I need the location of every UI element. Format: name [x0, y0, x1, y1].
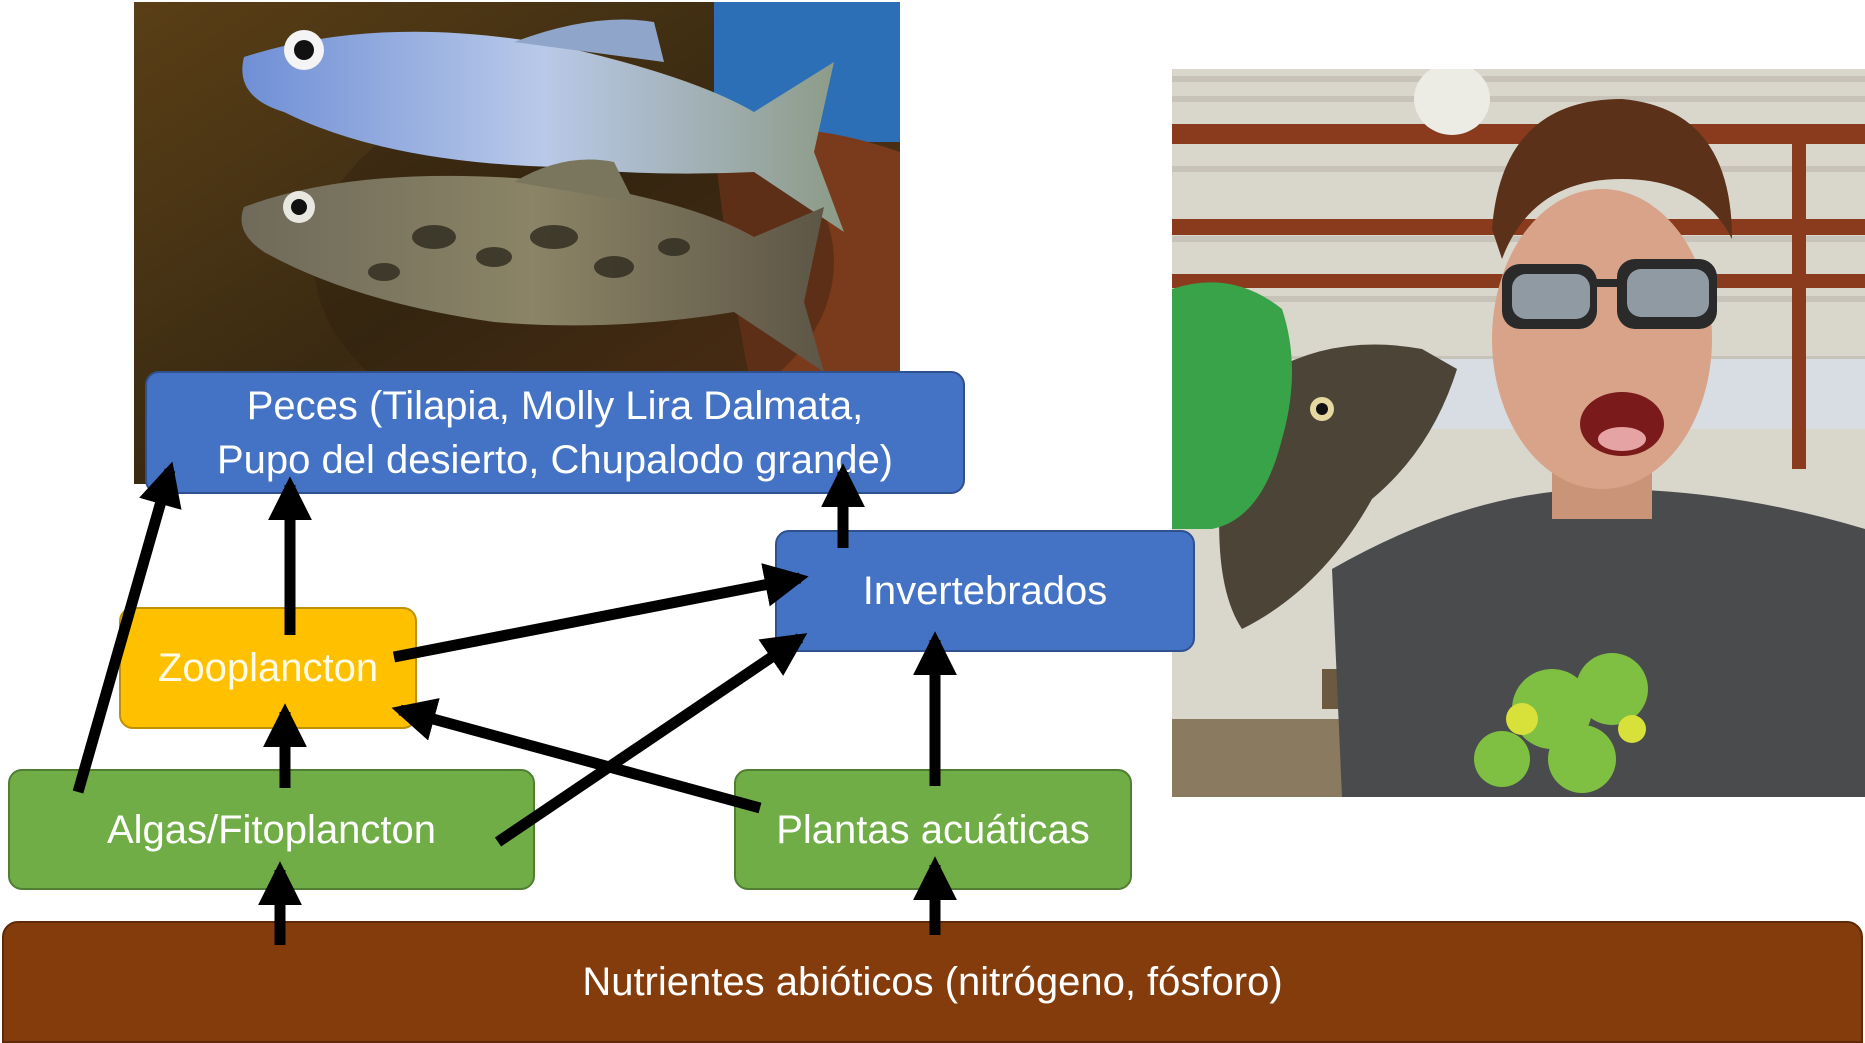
algae-node: Algas/Fitoplancton: [8, 769, 535, 890]
algae-node-label: Algas/Fitoplancton: [106, 807, 437, 852]
fish-node-label: Peces (Tilapia, Molly Lira Dalmata, Pupo…: [216, 383, 894, 482]
arrow-zooplankton-to-invertebrates: [392, 563, 809, 663]
aquatic-plants-node: Plantas acuáticas: [734, 769, 1132, 890]
nutrients-node: Nutrientes abióticos (nitrógeno, fósforo…: [2, 921, 1863, 1043]
person-with-fish-photo: [1172, 69, 1865, 797]
aquatic-plants-node-label: Plantas acuáticas: [776, 807, 1090, 852]
nutrients-node-label: Nutrientes abióticos (nitrógeno, fósforo…: [582, 960, 1283, 1004]
fish-photo: [134, 2, 900, 484]
invertebrates-node: Invertebrados: [775, 530, 1195, 652]
invertebrates-node-label: Invertebrados: [862, 569, 1108, 613]
fish-node: Peces (Tilapia, Molly Lira Dalmata, Pupo…: [145, 371, 965, 494]
zooplankton-node-label: Zooplancton: [157, 646, 379, 690]
zooplankton-node: Zooplancton: [119, 607, 417, 729]
